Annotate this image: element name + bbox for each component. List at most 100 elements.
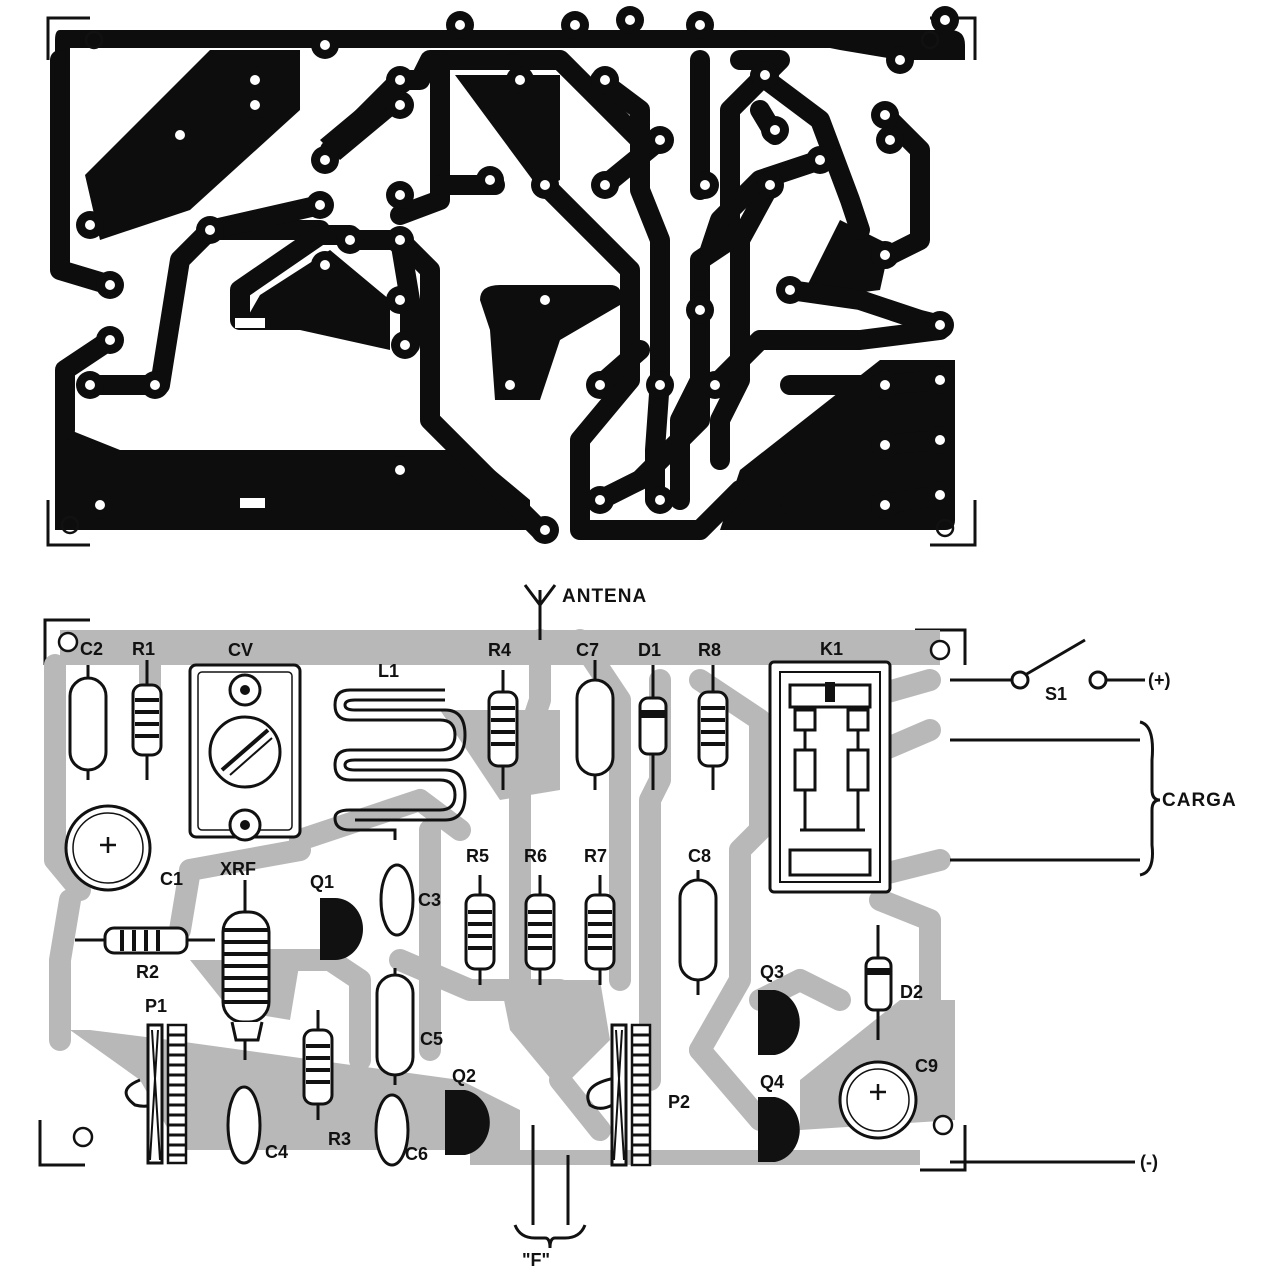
copper-trace bbox=[710, 175, 780, 470]
resistor-r5: R5 bbox=[464, 846, 496, 985]
svg-text:P2: P2 bbox=[668, 1092, 690, 1112]
relay-k1: K1 bbox=[768, 639, 892, 894]
corner-mark-bl bbox=[38, 1120, 85, 1167]
antenna-symbol: ANTENA bbox=[523, 584, 647, 640]
antenna-label: ANTENA bbox=[562, 586, 647, 607]
transistor-q1: Q1 bbox=[310, 872, 363, 960]
component-layout: ANTENA C2 R1 CV bbox=[38, 584, 1236, 1270]
copper-trace bbox=[230, 225, 360, 330]
copper-trace bbox=[710, 320, 950, 390]
positive-terminal-label: (+) bbox=[1148, 670, 1171, 690]
copper-trace bbox=[535, 175, 750, 540]
corner-mark-br bbox=[920, 1125, 967, 1172]
corner-mark-tl bbox=[46, 16, 90, 60]
negative-terminal: (-) bbox=[950, 1152, 1158, 1172]
svg-text:R1: R1 bbox=[132, 639, 155, 659]
transistor-q3: Q3 bbox=[758, 962, 800, 1055]
load-connection: CARGA bbox=[950, 720, 1236, 877]
mounting-holes-top bbox=[60, 30, 955, 538]
negative-terminal-label: (-) bbox=[1140, 1152, 1158, 1172]
transistor-q2: Q2 bbox=[445, 1066, 490, 1155]
copper-trace bbox=[590, 70, 670, 510]
capacitor-c5: C5 bbox=[375, 968, 443, 1085]
focus-label: "F" bbox=[522, 1250, 550, 1270]
capacitor-c3: C3 bbox=[379, 863, 441, 937]
svg-text:Q2: Q2 bbox=[452, 1066, 476, 1086]
svg-text:C4: C4 bbox=[265, 1142, 288, 1162]
svg-text:L1: L1 bbox=[378, 661, 399, 681]
copper-area-top-rail bbox=[55, 30, 965, 60]
copper-area-right-tri bbox=[800, 220, 890, 300]
trimmer-capacitor-cv: CV bbox=[188, 640, 302, 842]
capacitor-c4: C4 bbox=[226, 1085, 288, 1165]
capacitor-c1: C1 bbox=[64, 804, 183, 892]
copper-trace bbox=[750, 65, 870, 240]
switch-s1: S1 (+) bbox=[950, 638, 1171, 704]
copper-trace bbox=[50, 50, 120, 295]
svg-text:C1: C1 bbox=[160, 869, 183, 889]
capacitor-c8: C8 bbox=[678, 846, 718, 995]
copper-area-center-drop bbox=[480, 285, 622, 400]
copper-trace bbox=[320, 70, 410, 160]
corner-mark-tl bbox=[43, 618, 90, 665]
focus-terminals: "F" bbox=[513, 1125, 587, 1270]
capacitor-c6: C6 bbox=[374, 1093, 428, 1167]
svg-text:C8: C8 bbox=[688, 846, 711, 866]
copper-layout bbox=[46, 6, 977, 547]
svg-text:C9: C9 bbox=[915, 1056, 938, 1076]
copper-pads bbox=[76, 6, 959, 544]
svg-text:CV: CV bbox=[228, 640, 253, 660]
diode-d1: D1 bbox=[638, 640, 668, 790]
copper-trace bbox=[55, 330, 120, 440]
svg-text:K1: K1 bbox=[820, 639, 843, 659]
svg-text:R8: R8 bbox=[698, 640, 721, 660]
svg-text:R6: R6 bbox=[524, 846, 547, 866]
svg-text:Q3: Q3 bbox=[760, 962, 784, 982]
svg-text:R7: R7 bbox=[584, 846, 607, 866]
copper-trace bbox=[870, 105, 930, 270]
capacitor-c7: C7 bbox=[575, 640, 615, 790]
resistor-r7: R7 bbox=[584, 846, 616, 985]
svg-text:R2: R2 bbox=[136, 962, 159, 982]
svg-text:R4: R4 bbox=[488, 640, 511, 660]
corner-mark-br bbox=[930, 500, 977, 547]
svg-text:C7: C7 bbox=[576, 640, 599, 660]
resistor-r1: R1 bbox=[131, 639, 163, 780]
copper-trace bbox=[780, 280, 950, 335]
copper-trace bbox=[590, 290, 710, 510]
svg-text:C5: C5 bbox=[420, 1029, 443, 1049]
svg-text:D2: D2 bbox=[900, 982, 923, 1002]
svg-text:R5: R5 bbox=[466, 846, 489, 866]
capacitor-c9: C9 bbox=[838, 1056, 938, 1140]
svg-text:XRF: XRF bbox=[220, 859, 256, 879]
copper-trace bbox=[200, 195, 330, 240]
svg-text:Q1: Q1 bbox=[310, 872, 334, 892]
rf-choke-xrf: XRF bbox=[220, 859, 271, 1060]
svg-text:D1: D1 bbox=[638, 640, 661, 660]
resistor-r6: R6 bbox=[524, 846, 556, 985]
copper-area-left-mid bbox=[240, 250, 390, 350]
copper-trace bbox=[700, 150, 830, 260]
potentiometer-p2: P2 bbox=[586, 1023, 690, 1167]
svg-text:C3: C3 bbox=[418, 890, 441, 910]
copper-trace bbox=[780, 485, 950, 515]
copper-area-center-tri bbox=[455, 75, 560, 190]
svg-text:P1: P1 bbox=[145, 996, 167, 1016]
copper-area-bottom bbox=[55, 420, 530, 530]
mounting-holes-bottom bbox=[57, 631, 954, 1148]
resistor-r8: R8 bbox=[697, 640, 729, 790]
diode-d2: D2 bbox=[864, 925, 923, 1040]
svg-text:R3: R3 bbox=[328, 1129, 351, 1149]
capacitor-c2: C2 bbox=[68, 639, 108, 780]
resistor-r2: R2 bbox=[75, 926, 215, 982]
resistor-r3: R3 bbox=[302, 1010, 351, 1149]
copper-trace bbox=[390, 50, 450, 225]
copper-trace bbox=[780, 370, 950, 395]
copper-trace bbox=[780, 430, 950, 455]
corner-mark-bl bbox=[46, 500, 90, 547]
svg-text:C2: C2 bbox=[80, 639, 103, 659]
potentiometer-p1: P1 bbox=[124, 996, 188, 1165]
coil-l1: L1 bbox=[333, 661, 467, 840]
resistor-r4: R4 bbox=[487, 640, 519, 790]
svg-text:S1: S1 bbox=[1045, 684, 1067, 704]
